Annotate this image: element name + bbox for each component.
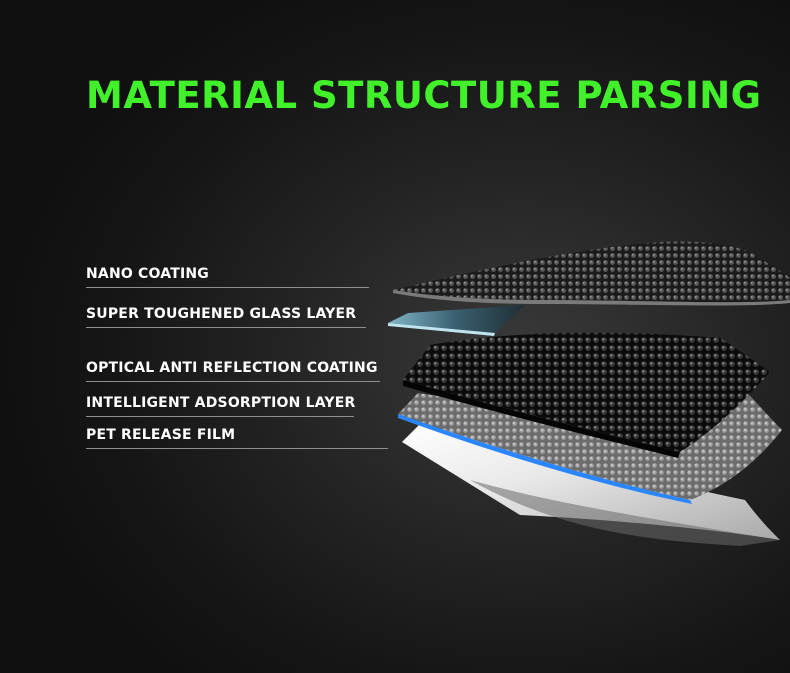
label-super-toughened-glass-layer: SUPER TOUGHENED GLASS LAYER bbox=[86, 305, 366, 328]
pet-release-film-layer bbox=[402, 424, 780, 540]
label-intelligent-adsorption-layer: INTELLIGENT ADSORPTION LAYER bbox=[86, 394, 355, 417]
glass-layer-edge bbox=[388, 323, 495, 336]
pet-film-shade bbox=[470, 480, 780, 546]
optical-layer-edge bbox=[403, 380, 680, 458]
optical-anti-reflection-layer bbox=[403, 332, 770, 452]
nano-coating-highlight bbox=[393, 290, 790, 306]
nano-coating-layer bbox=[393, 241, 790, 303]
adsorption-layer-edge bbox=[398, 414, 692, 504]
super-toughened-glass-layer bbox=[388, 305, 525, 333]
label-optical-anti-reflection-coating: OPTICAL ANTI REFLECTION COATING bbox=[86, 359, 380, 382]
page-title: MATERIAL STRUCTURE PARSING bbox=[86, 74, 762, 117]
label-nano-coating: NANO COATING bbox=[86, 265, 369, 288]
label-pet-release-film: PET RELEASE FILM bbox=[86, 426, 388, 449]
